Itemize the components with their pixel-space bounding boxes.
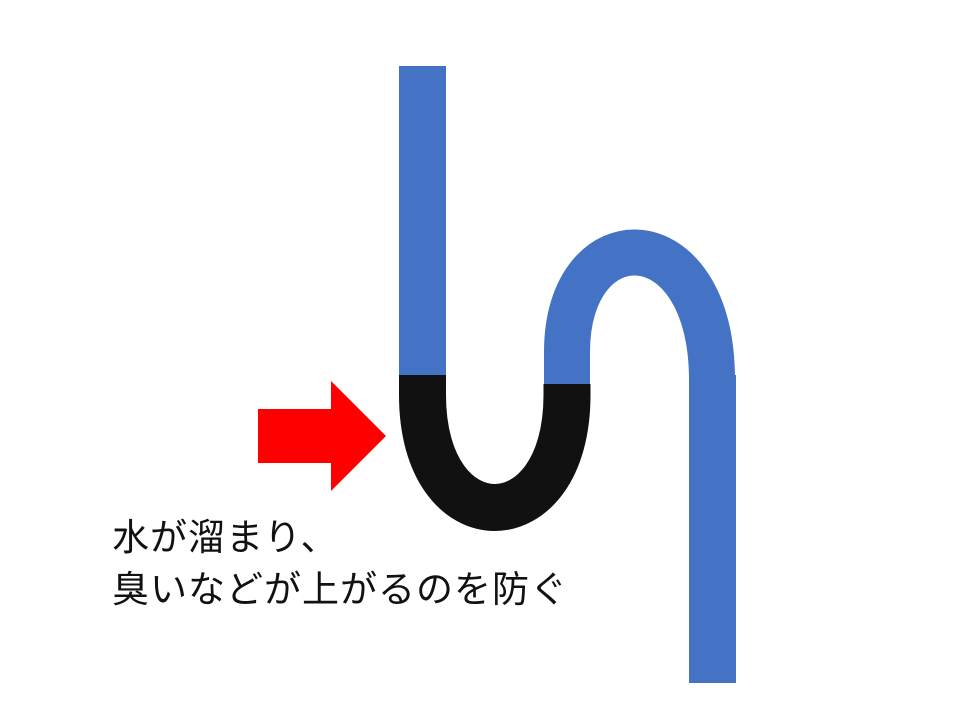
caption-line-2: 臭いなどが上がるのを防ぐ [112,568,568,611]
caption-line-1: 水が溜まり、 [112,516,339,559]
trap-crown-pipe [544,229,735,385]
indicator-arrow [258,381,386,491]
caption: 水が溜まり、 臭いなどが上がるのを防ぐ [112,512,732,616]
outlet-pipe [689,375,736,683]
inlet-pipe [399,66,446,377]
trap-water-seal [399,375,591,531]
